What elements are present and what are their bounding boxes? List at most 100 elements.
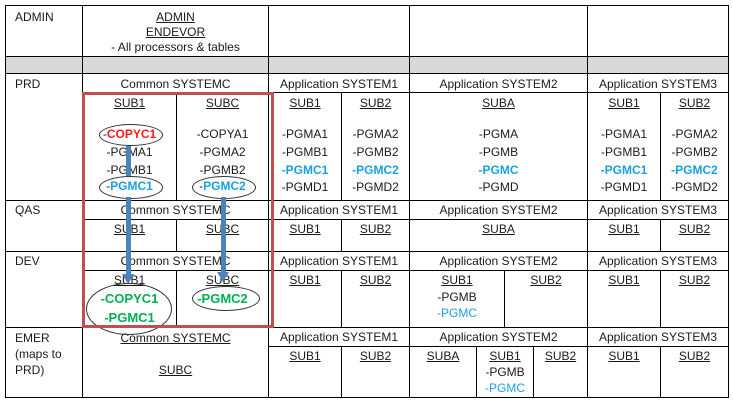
prd-sys2-suba-item: -PGMA: [478, 127, 519, 141]
row-label-qas: QAS: [15, 203, 41, 217]
prd-sys1-sub1-item: -PGMD1: [281, 180, 329, 194]
grid-line: [5, 251, 729, 252]
prd-common-subc-copya1: -COPYA1: [196, 127, 249, 141]
grid-line: [268, 346, 729, 347]
promotion-arrow-segment: [126, 146, 131, 176]
grid-line: [5, 327, 729, 328]
qas-sys3-title: Application SYSTEM3: [598, 203, 718, 217]
emer-common-subc: SUBC: [158, 363, 193, 377]
qas-sys2-title: Application SYSTEM2: [439, 203, 558, 217]
grid-line: [176, 92, 177, 200]
grid-line: [82, 219, 729, 220]
prd-sys1-sub2: SUB2: [359, 96, 392, 110]
grid-line: [409, 5, 410, 397]
qas-common-title: Common SYSTEMC: [120, 203, 231, 217]
prd-sys1-sub1-item: -PGMA1: [281, 127, 328, 141]
grid-line: [268, 5, 269, 397]
prd-sys3-sub2-item: -PGMA2: [671, 127, 718, 141]
grid-line: [476, 346, 477, 397]
grid-line: [533, 346, 534, 397]
prd-common-subc-pgma2: -PGMA2: [199, 145, 246, 159]
qas-sys2-suba: SUBA: [482, 222, 515, 236]
grid-line: [82, 270, 729, 271]
prd-common-subc: SUBC: [205, 96, 240, 110]
emer-sys2-sub1-pgmc: -PGMC: [485, 381, 525, 395]
emer-sys1-title: Application SYSTEM1: [279, 330, 399, 344]
prd-sys1-sub2-item: -PGMA2: [352, 127, 399, 141]
qas-sys1-title: Application SYSTEM1: [279, 203, 399, 217]
dev-sys2-title: Application SYSTEM2: [439, 254, 558, 268]
row-label-emer: EMER: [15, 331, 50, 345]
prd-sys1-title: Application SYSTEM1: [279, 77, 399, 91]
grid-line: [660, 346, 661, 397]
grid-line: [341, 270, 342, 327]
row-label-emer-note: (maps to: [15, 347, 62, 361]
prd-sys3-sub2-item: -PGMD2: [671, 180, 718, 194]
grid-line: [5, 5, 6, 397]
highlight-oval: [192, 286, 260, 311]
grid-line: [5, 73, 729, 74]
qas-sys1-sub1: SUB1: [289, 222, 321, 236]
emer-sys1-sub2: SUB2: [359, 349, 392, 363]
emer-common-title: Common SYSTEMC: [120, 331, 231, 345]
emer-sys2-sub2: SUB2: [544, 349, 577, 363]
prd-sys3-sub2: SUB2: [678, 96, 711, 110]
grid-line: [341, 92, 342, 200]
prd-sys2-suba-item: -PGMB: [478, 145, 519, 159]
qas-sys3-sub1: SUB1: [608, 222, 640, 236]
prd-sys1-sub2-item: -PGMB2: [352, 145, 399, 159]
dev-sys1-sub2: SUB2: [359, 273, 392, 287]
admin-endevor: ENDEVOR: [145, 25, 206, 39]
prd-sys2-title: Application SYSTEM2: [439, 77, 558, 91]
grid-line: [5, 56, 729, 57]
prd-common-sub1: SUB1: [113, 96, 146, 110]
row-label-dev: DEV: [15, 254, 40, 268]
grid-line: [341, 219, 342, 251]
prd-sys3-sub2-item: -PGMC2: [671, 163, 718, 177]
emer-sys3-sub1: SUB1: [608, 349, 640, 363]
prd-sys3-sub1-item: -PGMB1: [600, 145, 647, 159]
dev-sys2-sub2: SUB2: [530, 273, 562, 287]
qas-sys1-sub2: SUB2: [359, 222, 392, 236]
dev-sys3-sub1: SUB1: [608, 273, 640, 287]
emer-sys2-suba: SUBA: [426, 349, 460, 363]
prd-sys3-sub1-item: -PGMC1: [600, 163, 648, 177]
grid-line: [587, 5, 588, 397]
grid-line: [660, 219, 661, 251]
prd-sys3-sub1: SUB1: [608, 96, 640, 110]
prd-sys1-sub2-item: -PGMD2: [352, 180, 399, 194]
highlight-oval: [99, 124, 163, 146]
row-label-prd: PRD: [15, 77, 41, 91]
dev-sys1-title: Application SYSTEM1: [279, 254, 399, 268]
qas-sys3-sub2: SUB2: [678, 222, 711, 236]
highlight-oval: [99, 176, 163, 199]
grid-line: [660, 270, 661, 327]
prd-sys2-suba-item: -PGMD: [478, 180, 519, 194]
dev-common-title: Common SYSTEMC: [120, 254, 231, 268]
prd-sys3-sub2-item: -PGMB2: [671, 145, 718, 159]
highlight-box: [82, 92, 274, 328]
prd-sys3-title: Application SYSTEM3: [598, 77, 718, 91]
grid-line: [504, 270, 505, 327]
prd-sys3-sub1-item: -PGMD1: [600, 180, 648, 194]
emer-sys2-title: Application SYSTEM2: [439, 330, 558, 344]
grid-line: [5, 5, 729, 6]
emer-sys3-title: Application SYSTEM3: [598, 330, 718, 344]
dev-sys1-sub1: SUB1: [289, 273, 321, 287]
prd-sys2-suba-item: -PGMC: [478, 163, 519, 177]
prd-sys1-sub1: SUB1: [289, 96, 321, 110]
grid-line: [5, 397, 729, 398]
dev-sys3-title: Application SYSTEM3: [598, 254, 718, 268]
emer-sys2-sub1-pgmb: -PGMB: [485, 365, 525, 379]
admin-title: ADMIN: [156, 10, 195, 24]
dev-sys2-sub1-pgmb: -PGMB: [437, 290, 477, 304]
separator-row: [5, 56, 728, 73]
promotion-arrow: [221, 197, 226, 273]
prd-sys1-sub2-item: -PGMC2: [352, 163, 399, 177]
promotion-arrow: [126, 197, 131, 275]
row-label-emer-note: PRD): [15, 363, 45, 377]
grid-line: [176, 219, 177, 251]
prd-sys1-sub1-item: -PGMB1: [281, 145, 328, 159]
emer-sys2-sub1: SUB1: [489, 349, 521, 363]
dev-sys2-sub1-pgmc: -PGMC: [437, 306, 477, 320]
